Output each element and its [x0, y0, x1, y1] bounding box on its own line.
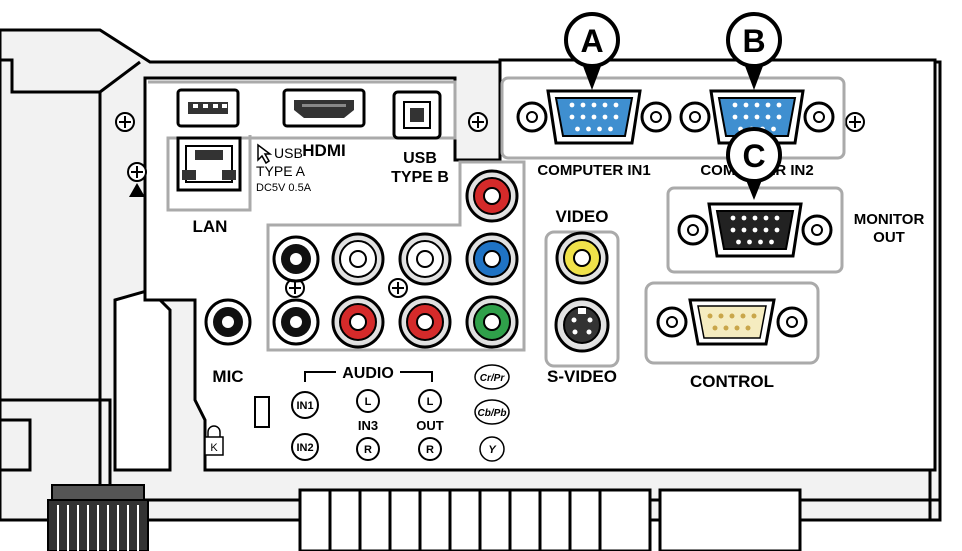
- control-label: CONTROL: [690, 372, 774, 391]
- hdmi-label: HDMI: [302, 141, 345, 160]
- audio-in2-badge: IN2: [291, 433, 319, 461]
- callout-c-letter: C: [742, 138, 765, 174]
- screw-icon: [468, 112, 488, 132]
- control-frame: [644, 281, 820, 365]
- computer-in1-port[interactable]: [516, 89, 672, 145]
- audio-l2-badge: L: [418, 389, 442, 413]
- audio-l2-text: L: [427, 396, 434, 408]
- triangle-marker-icon: [129, 183, 145, 197]
- lan-port[interactable]: [176, 136, 242, 192]
- callout-b-letter: B: [742, 23, 765, 59]
- usb-type-a-label-line2: TYPE A: [256, 163, 306, 179]
- monitor-out-label-line1: MONITOR: [854, 211, 925, 228]
- audio-in1-badge: IN1: [291, 391, 319, 419]
- panel-screws: [115, 112, 865, 298]
- audio-label: AUDIO: [342, 365, 394, 382]
- component-cb-badge: Cb/Pb: [474, 399, 510, 425]
- callout-c: C: [726, 127, 782, 200]
- usb-hdmi-group-frame: [148, 80, 457, 212]
- video-jack[interactable]: [555, 231, 609, 285]
- audio-in2-text: IN2: [296, 442, 313, 454]
- component-y-badge: Y: [479, 436, 505, 462]
- callout-b: B: [726, 12, 782, 90]
- audio-out-l-jack[interactable]: [398, 232, 452, 286]
- lan-label: LAN: [193, 217, 228, 236]
- screw-icon: [845, 112, 865, 132]
- audio-out-label: OUT: [416, 418, 444, 433]
- s-video-port[interactable]: [554, 297, 610, 353]
- security-slot: [254, 396, 270, 428]
- audio-in2-jack[interactable]: [272, 298, 320, 346]
- component-cb-text: Cb/Pb: [478, 408, 507, 419]
- screw-icon: [127, 162, 147, 182]
- computer-in2-port[interactable]: [679, 89, 835, 145]
- svg-text:K: K: [210, 442, 218, 454]
- control-port[interactable]: [656, 298, 808, 346]
- component-cb-jack[interactable]: [465, 232, 519, 286]
- hdmi-port[interactable]: [282, 88, 366, 128]
- audio-r2-text: R: [426, 444, 434, 456]
- audio-in3-l-jack[interactable]: [331, 232, 385, 286]
- s-video-label: S-VIDEO: [547, 367, 617, 386]
- component-y-jack[interactable]: [465, 295, 519, 349]
- monitor-out-port[interactable]: [677, 202, 833, 258]
- computer-inputs-frame: [500, 76, 846, 160]
- security-bar: [113, 288, 172, 472]
- usb-cursor-icon: [257, 143, 273, 165]
- usb-type-a-label-line3: DC5V 0.5A: [256, 182, 312, 194]
- audio-l1-text: L: [365, 396, 372, 408]
- computer-in1-label: COMPUTER IN1: [537, 162, 650, 179]
- video-label: VIDEO: [556, 207, 609, 226]
- usb-type-a-label-line1: USB: [274, 145, 303, 161]
- audio-in3-r-jack[interactable]: [331, 295, 385, 349]
- audio-l1-badge: L: [356, 389, 380, 413]
- bottom-vents: [298, 488, 802, 551]
- component-y-text: Y: [488, 444, 497, 456]
- usb-type-b-label-line2: TYPE B: [391, 169, 449, 186]
- component-cr-jack[interactable]: [465, 169, 519, 223]
- component-cr-badge: Cr/Pr: [474, 364, 510, 390]
- audio-in1-text: IN1: [296, 400, 313, 412]
- audio-in3-label: IN3: [358, 418, 378, 433]
- usb-type-a-port[interactable]: [176, 88, 240, 128]
- audio-bracket: [304, 371, 433, 382]
- mic-label: MIC: [212, 367, 243, 386]
- av-group-frame: [266, 160, 526, 352]
- audio-r2-badge: R: [418, 437, 442, 461]
- callout-a: A: [564, 12, 620, 90]
- usb-type-b-port[interactable]: [392, 90, 442, 140]
- audio-r1-badge: R: [356, 437, 380, 461]
- screw-icon: [115, 112, 135, 132]
- kensington-lock-icon: K: [204, 425, 224, 456]
- usb-type-b-label-line1: USB: [403, 150, 437, 167]
- mic-jack[interactable]: [204, 298, 252, 346]
- audio-in1-jack[interactable]: [272, 235, 320, 283]
- component-cr-text: Cr/Pr: [480, 373, 506, 384]
- callout-a-letter: A: [580, 23, 603, 59]
- monitor-out-label-line2: OUT: [873, 229, 905, 246]
- audio-out-r-jack[interactable]: [398, 295, 452, 349]
- adjustable-foot: [47, 484, 149, 551]
- audio-r1-text: R: [364, 444, 372, 456]
- screw-icon: [388, 278, 408, 298]
